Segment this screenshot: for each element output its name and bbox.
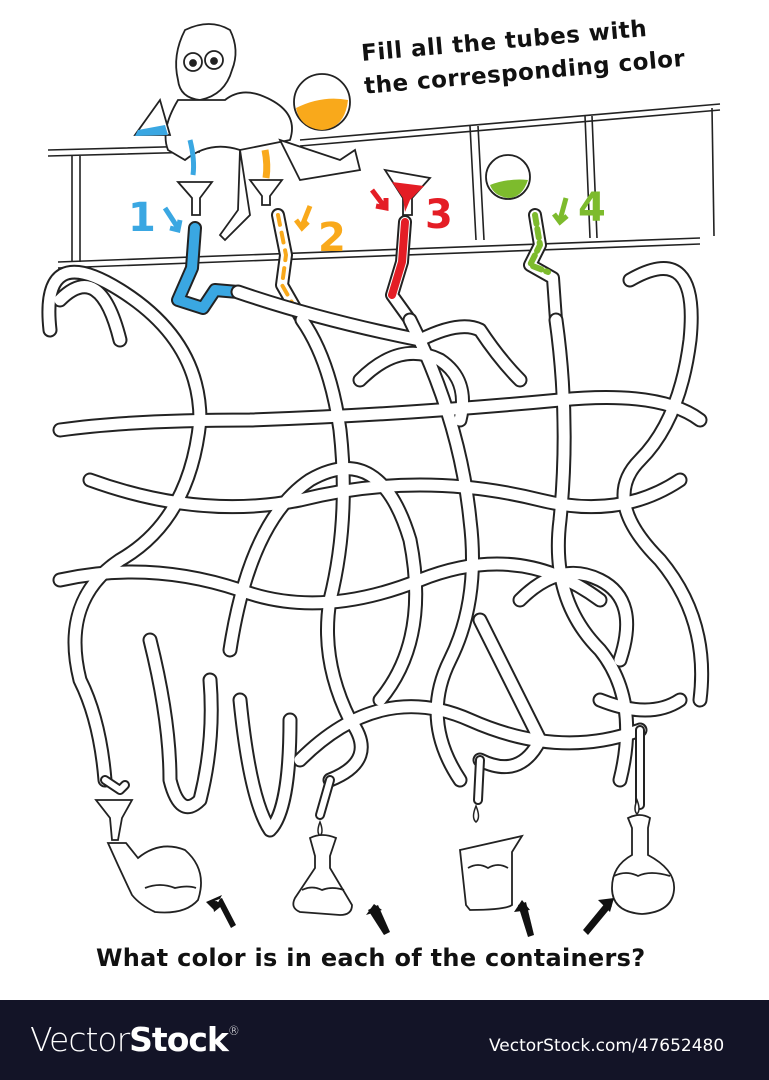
number-arrows xyxy=(162,188,569,234)
brand-bold: Stock xyxy=(129,1020,229,1059)
container-retort xyxy=(94,799,202,914)
source-funnels xyxy=(176,179,284,216)
container-beaker xyxy=(459,834,524,911)
registered-mark: ® xyxy=(227,1024,240,1038)
brand-light: Vector xyxy=(30,1020,130,1059)
tube-number-4: 4 xyxy=(578,185,606,231)
tube-number-3: 3 xyxy=(425,192,453,238)
blue-flask xyxy=(133,97,197,176)
drops xyxy=(317,797,640,838)
green-flask xyxy=(485,154,531,200)
red-funnel xyxy=(383,168,432,216)
orange-flask xyxy=(261,73,351,179)
watermark-footer: VectorStock® VectorStock.com/47652480 xyxy=(0,1000,769,1080)
tube-number-2: 2 xyxy=(318,215,346,261)
lab-bench xyxy=(47,103,721,269)
container-round-flask xyxy=(611,814,675,915)
maze-worksheet: Fill all the tubes with the correspondin… xyxy=(41,15,721,972)
question-text: What color is in each of the containers? xyxy=(96,944,646,972)
pointer-arrows xyxy=(206,895,614,937)
tube-number-1: 1 xyxy=(128,195,156,241)
vectorstock-logo: VectorStock® xyxy=(30,1020,240,1059)
maze-tubes xyxy=(41,261,710,838)
scientist-illustration xyxy=(164,23,362,242)
container-erlenmeyer xyxy=(292,834,353,916)
maze-illustration xyxy=(41,23,721,937)
image-url: VectorStock.com/47652480 xyxy=(489,1036,725,1056)
